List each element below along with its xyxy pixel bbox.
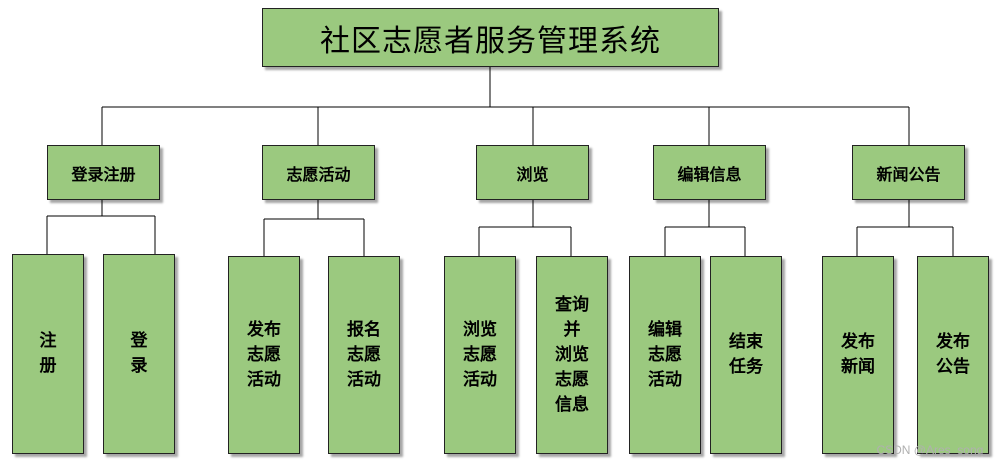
leaf-box-browse-volunteer-activity: 浏览 志愿 活动 bbox=[444, 256, 516, 454]
leaf-text-line: 活动 bbox=[347, 369, 381, 390]
leaf-box-login: 登 录 bbox=[103, 254, 175, 454]
leaf-text-line: 公告 bbox=[936, 357, 970, 377]
leaf-text-line: 编辑 bbox=[648, 319, 682, 340]
leaf-box-publish-volunteer-activity: 发布 志愿 活动 bbox=[228, 256, 300, 454]
leaf-text-line: 并 bbox=[563, 319, 581, 340]
leaf-text-line: 志愿 bbox=[247, 344, 281, 365]
category-label: 志愿活动 bbox=[286, 164, 351, 184]
root-label: 社区志愿者服务管理系统 bbox=[320, 23, 661, 59]
leaf-text-line: 登 bbox=[130, 331, 148, 351]
leaf-text-line: 浏览 bbox=[463, 319, 497, 340]
leaf-text-line: 志愿 bbox=[347, 344, 381, 365]
leaf-text-line: 浏览 bbox=[555, 344, 589, 365]
category-label: 新闻公告 bbox=[876, 164, 941, 184]
category-box-edit-info: 编辑信息 bbox=[653, 145, 766, 200]
leaf-box-edit-volunteer-activity: 编辑 志愿 活动 bbox=[629, 256, 701, 454]
leaf-text-line: 注 bbox=[39, 331, 57, 351]
category-label: 编辑信息 bbox=[677, 164, 742, 184]
leaf-text-line: 发布 bbox=[936, 332, 970, 352]
leaf-box-register: 注 册 bbox=[12, 254, 84, 454]
category-label: 登录注册 bbox=[71, 164, 136, 184]
category-label: 浏览 bbox=[516, 164, 549, 184]
leaf-text-line: 结束 bbox=[729, 332, 763, 352]
leaf-box-end-task: 结束 任务 bbox=[710, 256, 782, 454]
category-box-volunteer-activity: 志愿活动 bbox=[262, 145, 375, 200]
leaf-text-line: 新闻 bbox=[841, 357, 875, 377]
leaf-text-line: 册 bbox=[39, 356, 57, 376]
leaf-text-line: 录 bbox=[130, 356, 148, 376]
leaf-text-line: 志愿 bbox=[648, 344, 682, 365]
category-box-browse: 浏览 bbox=[476, 145, 589, 200]
leaf-box-query-browse-volunteer-info: 查询 并 浏览 志愿 信息 bbox=[536, 256, 608, 454]
leaf-text-line: 查询 bbox=[555, 294, 589, 315]
leaf-text-line: 任务 bbox=[729, 357, 763, 377]
watermark-text: CSDN @Ares_song_ bbox=[876, 443, 990, 457]
category-box-login-register: 登录注册 bbox=[47, 145, 160, 200]
leaf-text-line: 活动 bbox=[247, 369, 281, 390]
leaf-text-line: 报名 bbox=[347, 319, 381, 340]
leaf-text-line: 信息 bbox=[555, 394, 589, 415]
leaf-box-publish-news: 发布 新闻 bbox=[822, 256, 894, 454]
leaf-text-line: 活动 bbox=[648, 369, 682, 390]
leaf-box-publish-announcement: 发布 公告 bbox=[917, 256, 989, 454]
leaf-text-line: 发布 bbox=[247, 319, 281, 340]
leaf-text-line: 志愿 bbox=[555, 369, 589, 390]
category-box-news-announcement: 新闻公告 bbox=[852, 145, 965, 200]
leaf-text-line: 发布 bbox=[841, 332, 875, 352]
leaf-box-signup-volunteer-activity: 报名 志愿 活动 bbox=[328, 256, 400, 454]
leaf-text-line: 志愿 bbox=[463, 344, 497, 365]
leaf-text-line: 活动 bbox=[463, 369, 497, 390]
root-box: 社区志愿者服务管理系统 bbox=[262, 8, 719, 67]
